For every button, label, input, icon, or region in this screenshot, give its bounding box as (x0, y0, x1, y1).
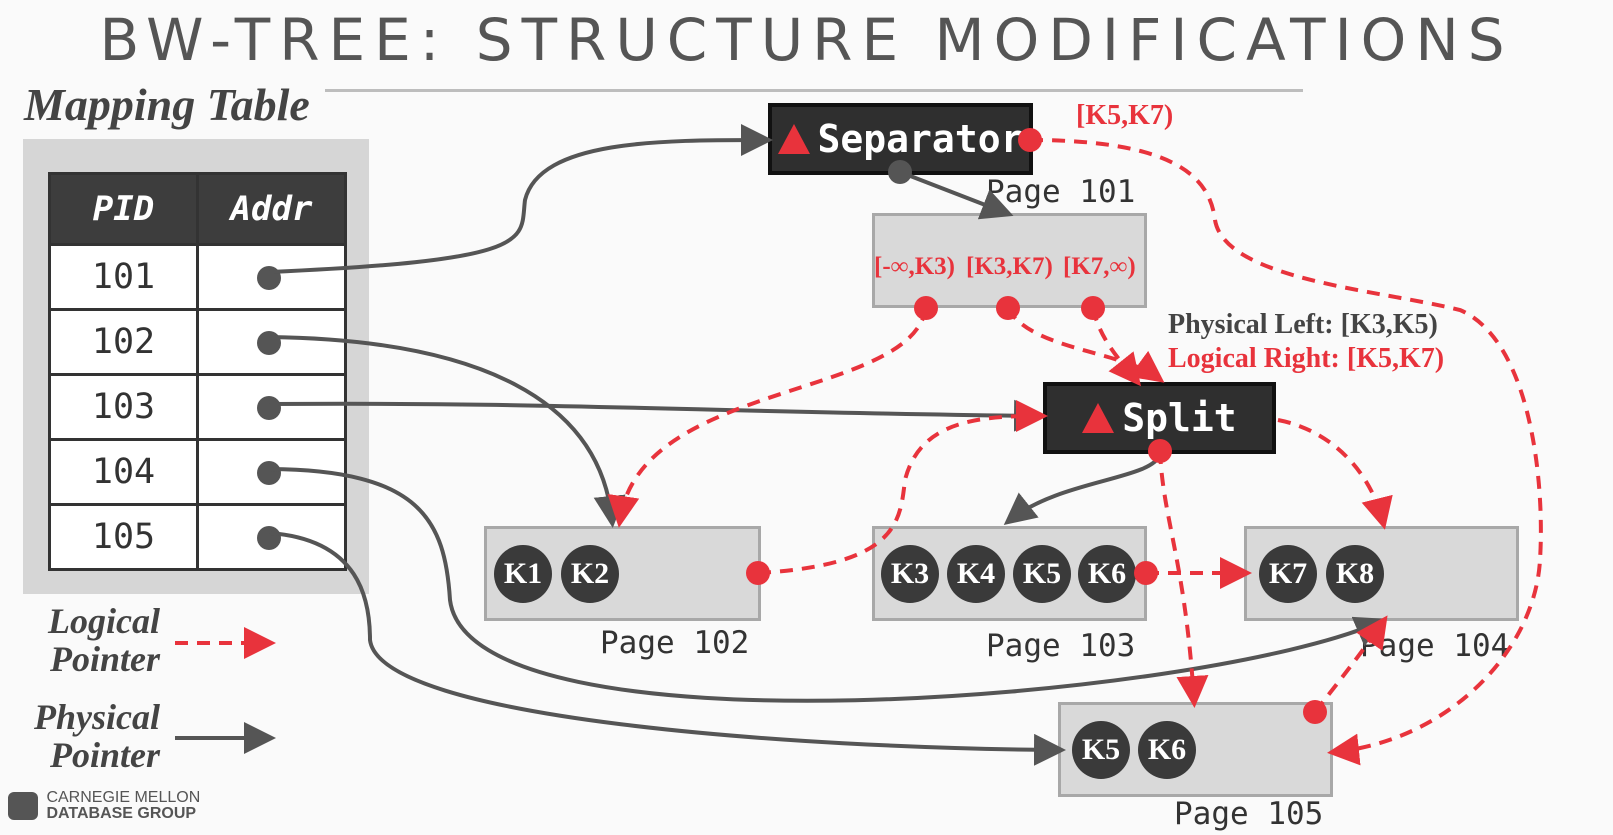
key-node: K7 (1259, 545, 1317, 603)
pointer-dot (257, 461, 281, 485)
physical-pointer (269, 531, 1066, 766)
addr-cell (196, 503, 347, 571)
page-105-box: K5 K6 (1058, 702, 1333, 797)
table-row: 105 (48, 503, 347, 571)
mapping-table-title: Mapping Table (24, 79, 310, 130)
logical-pointer (1029, 138, 1543, 766)
pointer-dot (914, 296, 938, 320)
logical-pointer (1091, 307, 1141, 387)
key-node: K1 (494, 545, 552, 603)
cmu-db-logo: CARNEGIE MELLON DATABASE GROUP (8, 790, 200, 822)
legend-logical-line2: Pointer (49, 639, 160, 679)
legend-physical-text: Physical Pointer (20, 698, 160, 774)
table-row: 101 (48, 243, 347, 311)
logical-pointer (757, 400, 1048, 575)
split-label: Split (1122, 396, 1237, 440)
delta-triangle-icon (777, 124, 810, 154)
physical-pointer (269, 467, 1388, 703)
pointer-dot (1303, 700, 1327, 724)
pointer-dot (888, 160, 912, 184)
page-104-box: K7 K8 (1244, 526, 1519, 621)
logical-right-note: Logical Right: [K5,K7) (1168, 343, 1445, 374)
logical-pointer (1313, 615, 1388, 714)
delta-triangle-icon (1082, 403, 1115, 433)
key-node: K8 (1326, 545, 1384, 603)
logo-line2: DATABASE GROUP (46, 805, 197, 822)
legend-logical-line1: Logical (48, 601, 160, 641)
addr-cell (196, 438, 347, 506)
pid-cell: 103 (48, 373, 199, 441)
physical-left-note: Physical Left: [K3,K5) (1168, 309, 1438, 340)
pointer-dot (257, 526, 281, 550)
page-102-label: Page 102 (600, 625, 750, 661)
pointer-dot (1134, 561, 1158, 585)
pointer-dot (1018, 128, 1042, 152)
physical-pointer (899, 170, 1014, 220)
logical-pointer (1277, 418, 1393, 530)
pointer-dot (996, 296, 1020, 320)
legend-physical-line2: Pointer (49, 735, 160, 775)
key-node: K6 (1078, 545, 1136, 603)
table-row: 102 (48, 308, 347, 376)
mapping-table: PID Addr 101 102 103 104 105 (48, 172, 347, 571)
addr-cell (196, 308, 347, 376)
pid-header: PID (48, 172, 199, 246)
logical-pointer (1158, 450, 1209, 708)
slide-title: BW-TREE: STRUCTURE MODIFICATIONS (99, 6, 1514, 74)
key-node: K3 (881, 545, 939, 603)
logical-pointer (607, 307, 928, 528)
pointer-dot (746, 561, 770, 585)
physical-pointer (269, 335, 626, 528)
pid-cell: 105 (48, 503, 199, 571)
title-rule (325, 89, 1303, 92)
key-node: K5 (1072, 721, 1130, 779)
page-102-box: K1 K2 (484, 526, 761, 621)
range-label: [-∞,K3) (874, 253, 955, 280)
legend-physical-line1: Physical (34, 697, 160, 737)
table-row: 104 (48, 438, 347, 506)
table-row: 103 (48, 373, 347, 441)
pointer-dot (1148, 439, 1172, 463)
legend-logical-text: Logical Pointer (30, 602, 160, 678)
pid-cell: 104 (48, 438, 199, 506)
key-node: K6 (1138, 721, 1196, 779)
pid-cell: 101 (48, 243, 199, 311)
range-label: [K7,∞) (1063, 253, 1136, 280)
addr-cell (196, 243, 347, 311)
key-node: K4 (947, 545, 1005, 603)
addr-header: Addr (196, 172, 347, 246)
separator-range: [K5,K7) (1076, 100, 1174, 131)
addr-cell (196, 373, 347, 441)
logical-pointer (1006, 306, 1165, 383)
physical-pointer (1003, 453, 1162, 525)
key-node: K5 (1013, 545, 1071, 603)
page-103-label: Page 103 (986, 628, 1136, 664)
database-icon (8, 792, 38, 820)
page-103-box: K3 K4 K5 K6 (872, 526, 1147, 621)
physical-pointer (269, 124, 773, 274)
key-node: K2 (561, 545, 619, 603)
pid-cell: 102 (48, 308, 199, 376)
pointer-dot (257, 396, 281, 420)
logo-line1: CARNEGIE MELLON (46, 789, 201, 806)
pointer-dot (257, 331, 281, 355)
page-105-label: Page 105 (1174, 796, 1324, 832)
pointer-dot (1081, 296, 1105, 320)
separator-label: Separator (817, 117, 1024, 161)
physical-pointer (269, 399, 1046, 432)
range-label: [K3,K7) (966, 253, 1053, 280)
